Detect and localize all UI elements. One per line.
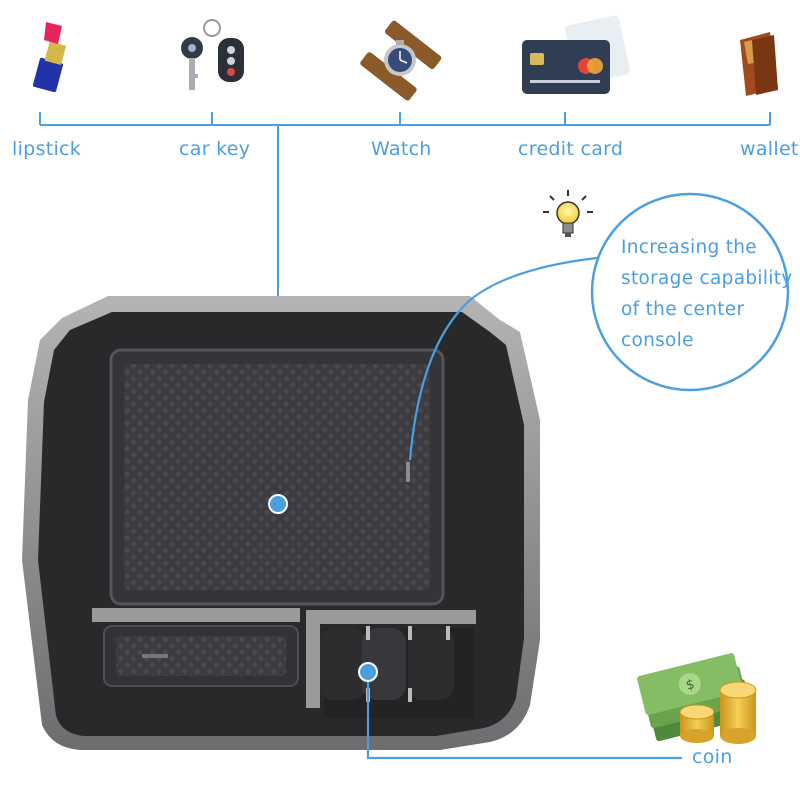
label-car-key: car key (179, 138, 251, 160)
lipstick-icon (32, 22, 67, 93)
money-coins-icon: $ (637, 653, 757, 744)
console-tray (22, 296, 540, 750)
svg-text:$: $ (684, 677, 696, 694)
watch-icon (360, 20, 442, 101)
wallet-icon (740, 32, 778, 96)
light-bulb-icon (543, 190, 593, 237)
callout-line-2: storage capability (621, 268, 793, 289)
coin-slot-marker-dot (358, 662, 378, 682)
callout-connector (366, 256, 682, 760)
label-credit-card: credit card (518, 138, 624, 160)
mat-marker-dot (268, 494, 288, 514)
label-watch: Watch (371, 138, 432, 160)
credit-card-icon (522, 15, 630, 94)
callout-bubble (590, 192, 790, 392)
callout-text: Increasing the storage capability of the… (621, 232, 796, 356)
label-coin: coin (692, 746, 733, 768)
callout-line-4: console (621, 330, 694, 351)
label-wallet: wallet (740, 138, 799, 160)
callout-line-3: of the center (621, 299, 745, 320)
car-key-icon (181, 19, 244, 90)
callout-line-1: Increasing the (621, 237, 757, 258)
label-lipstick: lipstick (12, 138, 82, 160)
